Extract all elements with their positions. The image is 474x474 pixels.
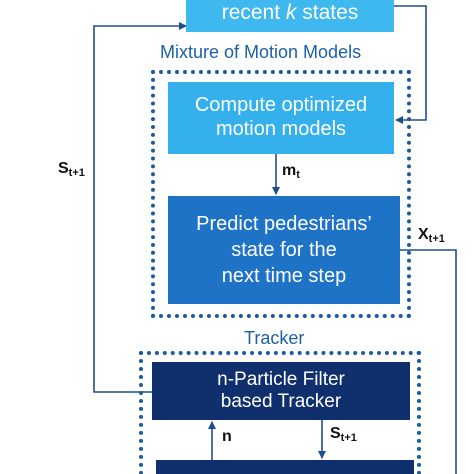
pf-line-1: n-Particle Filter — [217, 368, 345, 390]
mixture-container — [151, 70, 411, 318]
state-feedback-line — [93, 22, 187, 393]
tracker-container — [139, 351, 421, 474]
particle-filter-box: n-Particle Filter based Tracker — [152, 362, 410, 420]
recent-states-text: recent k states — [221, 1, 359, 25]
recent-states-box: recent k states — [186, 0, 394, 32]
predict-line-1: Predict pedestrians’ — [196, 213, 372, 235]
predict-line-3: next time step — [221, 265, 347, 287]
mixture-label: Mixture of Motion Models — [160, 42, 362, 62]
compute-motion-models-box: Compute optimized motion models — [168, 82, 394, 154]
compute-line-1: Compute optimized — [194, 94, 368, 117]
motion-model-symbol: mt — [282, 162, 300, 181]
recent-states-line — [394, 5, 427, 124]
prediction-line — [400, 249, 457, 474]
state-output-symbol: St+1 — [330, 425, 357, 444]
state-feedback-symbol: St+1 — [58, 160, 85, 179]
predict-line-2: state for the — [231, 239, 337, 261]
lower-tracker-box — [156, 460, 414, 474]
predict-state-box: Predict pedestrians’ state for the next … — [168, 196, 400, 304]
compute-line-2: motion models — [215, 118, 347, 140]
particles-symbol: n — [222, 428, 232, 445]
prediction-symbol: Xt+1 — [418, 226, 445, 245]
tracker-label: Tracker — [244, 328, 305, 348]
pf-line-2: based Tracker — [220, 391, 342, 412]
